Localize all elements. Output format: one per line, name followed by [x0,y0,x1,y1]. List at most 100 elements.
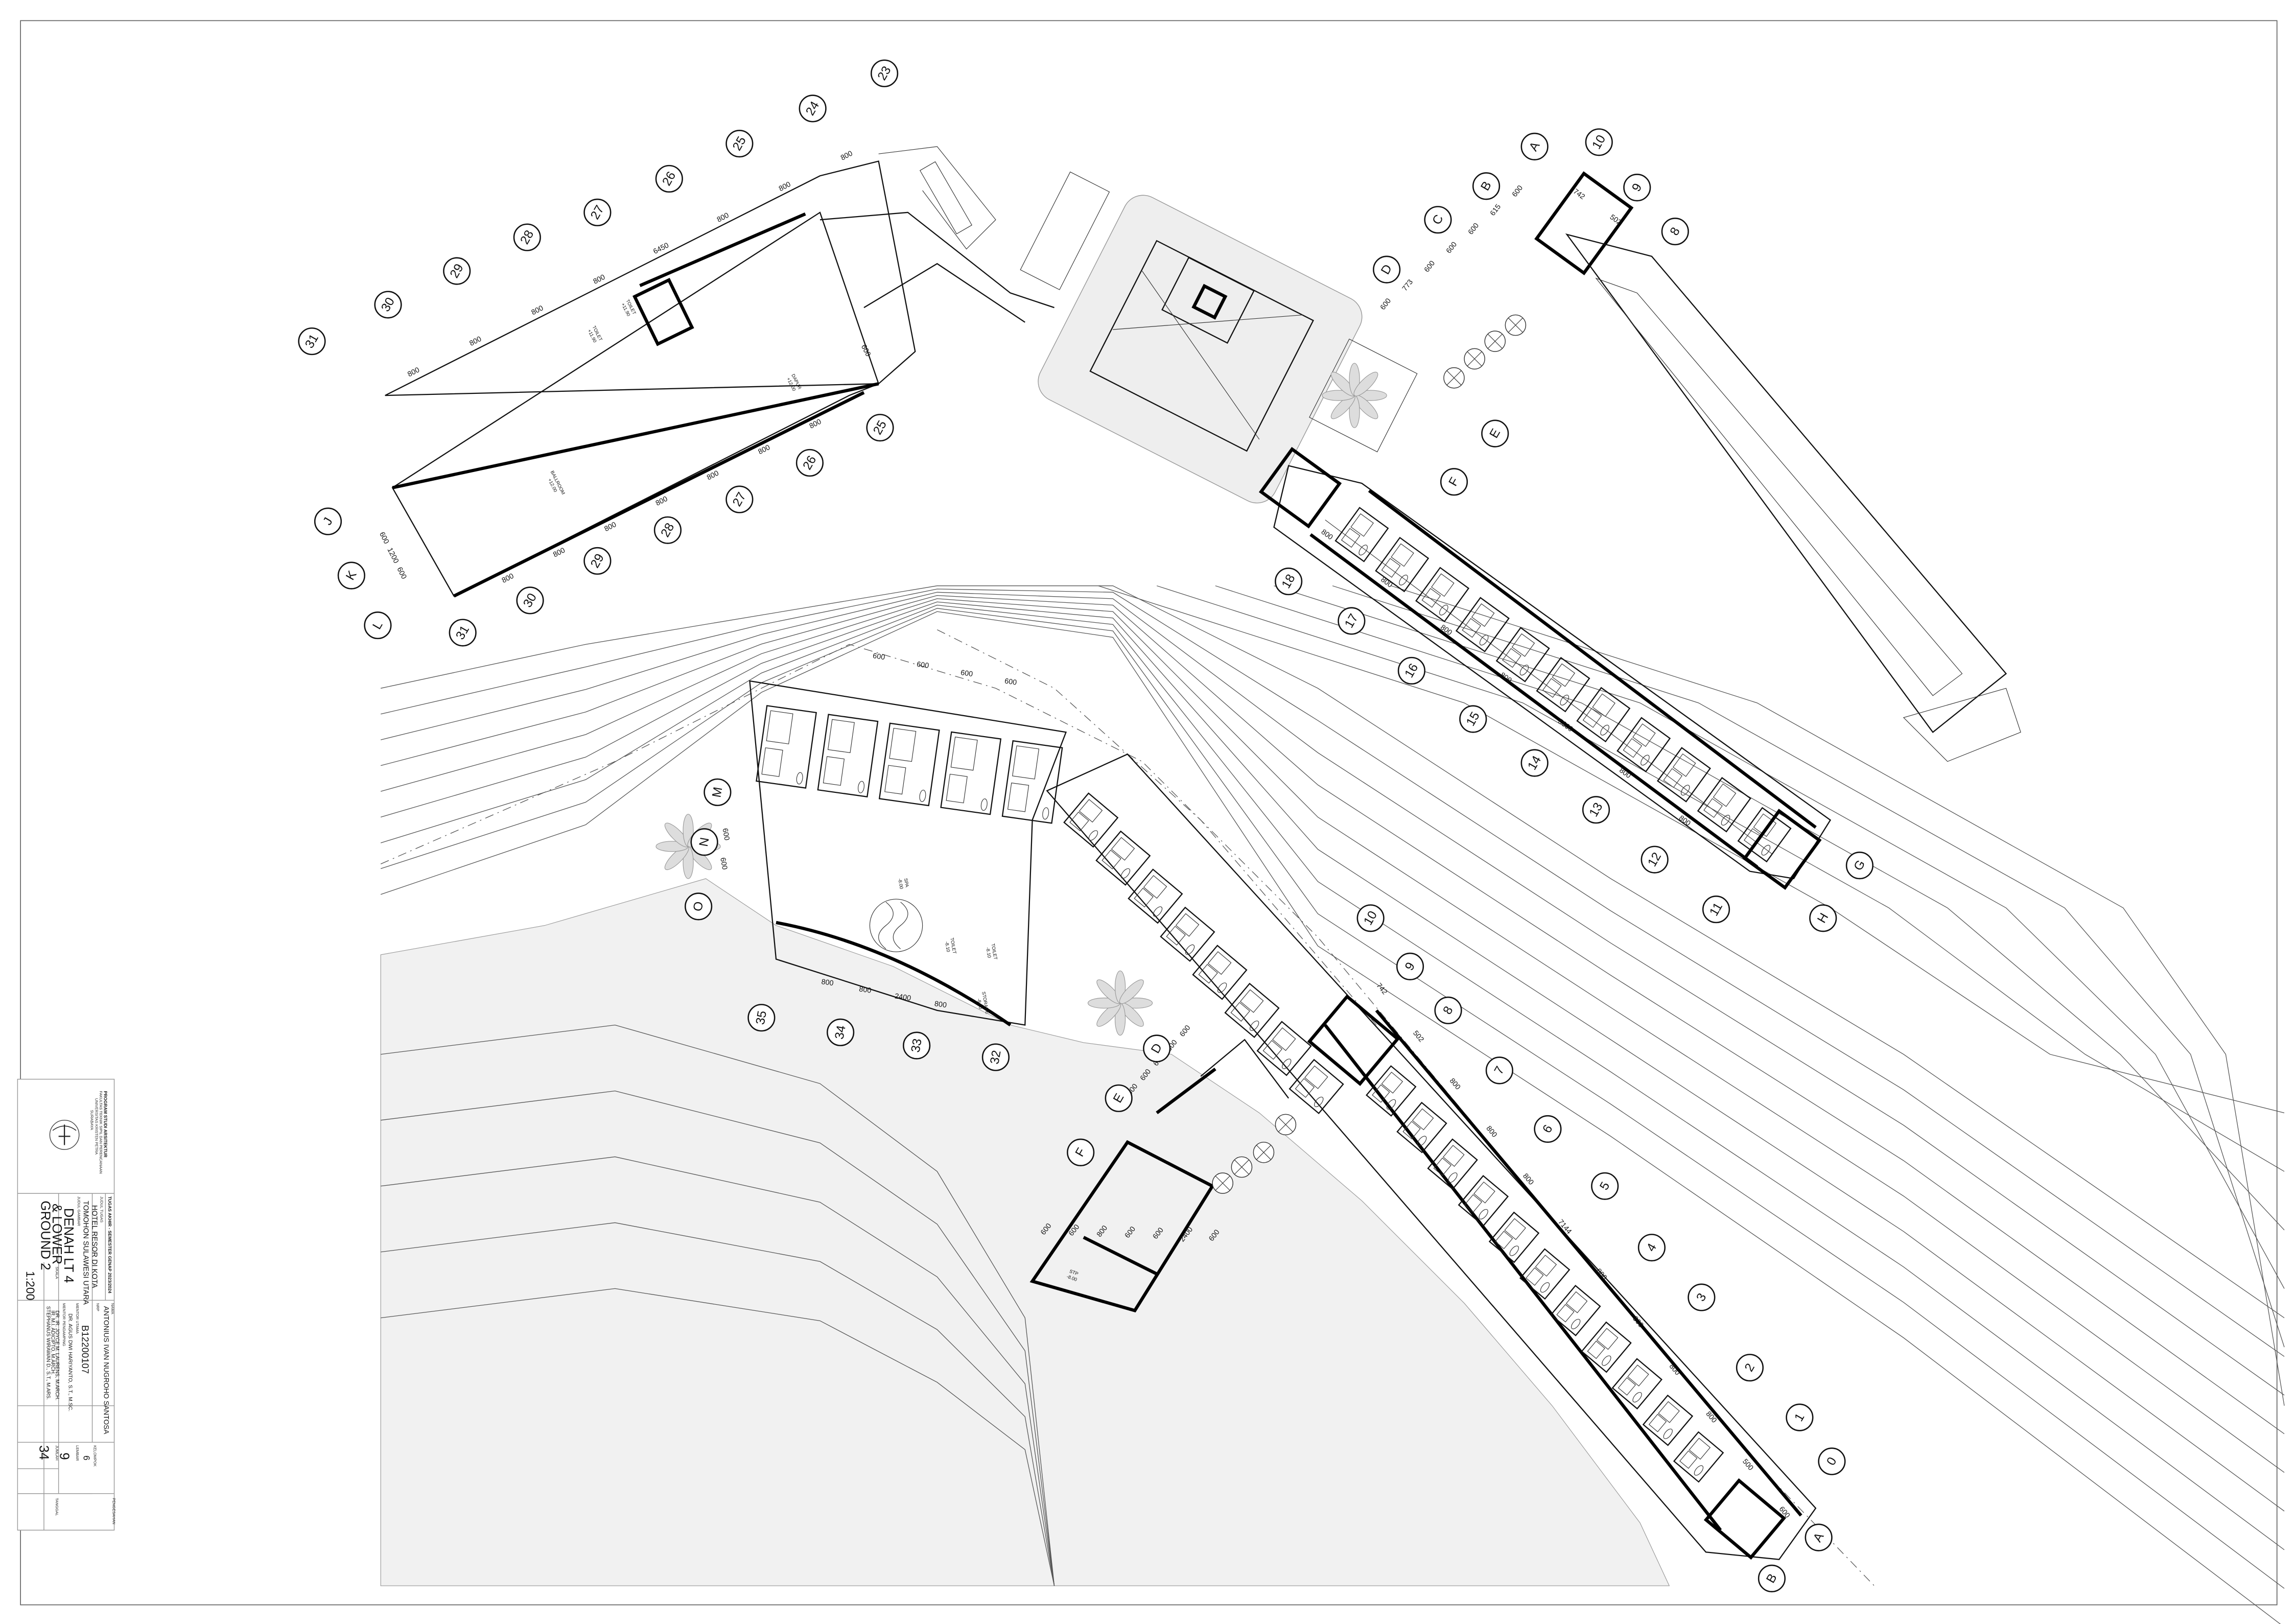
guest-room [1616,717,1671,772]
room-level-spa-toilet: -8.10 [985,947,992,958]
grid-bubble: 5 [1591,1172,1619,1200]
contour-line [1332,585,2285,1348]
grid-bubble-label: 35 [754,1009,769,1025]
guest-room [1519,1248,1571,1300]
university-name: UNIVERSITAS KRISTEN PETRA [94,1098,99,1155]
contour-line [381,1222,1055,1586]
contour-line [1215,585,2285,1231]
mentor-assist-label: MENTOR PENDAMPING [62,1303,66,1346]
grid-bubble: 16 [1397,656,1425,685]
student-name: ANTONIUS IVAN NUGROHO SANTOSA [102,1306,110,1434]
grid-bubble: 29 [583,547,612,575]
contour-line [381,1156,1055,1586]
approval-label: PENGESAHAN [112,1498,116,1524]
grid-bubble: 26 [795,449,824,477]
grid-bubble: H [1809,904,1837,932]
grid-bubble-label: 34 [832,1024,848,1040]
grid-bubble: B [1758,1564,1786,1592]
guest-room [1536,656,1590,713]
contour-line [381,1024,1055,1586]
guest-room [1375,536,1430,593]
room-level-spa: -8.00 [897,878,904,889]
tree-symbol-icon [1505,314,1527,336]
dimension-label: 7144 [1556,1218,1573,1236]
guest-room [1095,830,1151,886]
grid-bubble: 8 [1434,996,1462,1024]
grid-bubble: 24 [799,95,827,123]
guest-room [1611,1358,1662,1410]
guest-room [1495,627,1550,682]
grid-bubble: 9 [1396,952,1424,980]
grid-bubble: 3 [1688,1283,1716,1311]
contour-line [1274,585,2285,1289]
grid-bubble: 33 [903,1031,931,1060]
university-seal [49,1120,80,1150]
grid-bubble: 25 [725,130,754,158]
grid-bubble-label: 32 [988,1049,1003,1065]
grid-bubble: M [704,778,732,806]
grid-bubble: 17 [1338,607,1366,635]
grid-bubble: 14 [1520,749,1549,777]
guest-room [1334,507,1389,562]
mentor-assist-3: STEPHANUS WIRAWAN D., S.T., M.ARS. [45,1306,51,1400]
drawing-label: JUDUL GAMBAR [77,1196,81,1227]
room-label-stp: STP [1069,1268,1079,1276]
palm-tree-icon [1322,363,1387,428]
grid-bubble: 34 [827,1018,855,1046]
guest-room [1488,1211,1540,1263]
contour-line [381,585,2285,1319]
grid-bubble: 31 [298,327,326,356]
grid-bubble: 7 [1485,1056,1513,1085]
stp-building [1029,1067,1216,1313]
project-title-line2: TOMOHON SULAWESI UTARA [81,1201,89,1305]
guest-room [1697,776,1751,833]
spa-building [749,680,1067,1027]
grid-bubble: K [337,561,365,590]
date-label: TANGGAL [55,1498,59,1516]
dimension-label: 800 [821,978,834,987]
grid-bubble-label: N [697,836,712,848]
room-label-spa-toilet: TOILET [990,943,998,960]
grid-bubble: 11 [1702,896,1730,924]
grid-bubble-label: O [691,901,706,912]
contour-line [380,601,2285,1512]
guest-room [1642,1394,1694,1446]
tree-symbol-icon [1443,367,1465,389]
drawing-title-line1: DENAH LT 4 [61,1208,76,1283]
total-value: 34 [36,1445,51,1460]
guest-room [1576,687,1631,743]
sheet-label: LEMBAR [75,1445,80,1461]
grid-bubble: 12 [1641,845,1669,874]
dimension-label: 800 [839,149,854,162]
dimension-label: 800 [1439,623,1454,637]
tree-symbol-icon [1253,1142,1275,1163]
grid-bubble: E [1105,1084,1133,1112]
dimension-label: 600 [1004,677,1017,687]
tree-symbol-icon [1484,331,1506,352]
faculty-name: FAKULTAS TEKNIK SIPIL DAN PERENCANAAN [99,1091,103,1173]
group-label: KELOMPOK [92,1445,97,1467]
dimension-label: 800 [1618,766,1632,780]
guest-room [1256,1021,1312,1076]
dimension-label: 600 [718,857,729,870]
dimension-label: 800 [858,985,872,995]
guest-room [1673,1431,1724,1483]
mentor-assist-2: IR. M.I. ADICIPTO, M.ARCH. [50,1310,55,1375]
dimension-label: 800 [501,572,516,585]
dimension-label: 1200 [385,547,400,565]
grid-bubble: 25 [866,414,894,442]
tree-symbol-icon [1212,1172,1233,1194]
grid-bubble: B [1472,172,1501,200]
guest-room [878,722,940,807]
grid-bubbles: 23242526272829303125262728293031JKLABCDE… [298,59,1873,1592]
dimension-label: 600 [859,343,872,358]
guest-room [1063,792,1119,848]
contour-line [380,611,2281,1624]
grid-bubble: 31 [449,619,477,647]
mentor-main-label: MENTOR UTAMA [75,1303,80,1334]
dimension-label: 800 [552,546,567,559]
guest-room [1001,740,1063,824]
program-name: PROGRAM STUDI ARSITEKTUR [103,1091,108,1158]
grid-bubble: 35 [747,1004,776,1032]
grid-bubble: 30 [516,586,544,615]
